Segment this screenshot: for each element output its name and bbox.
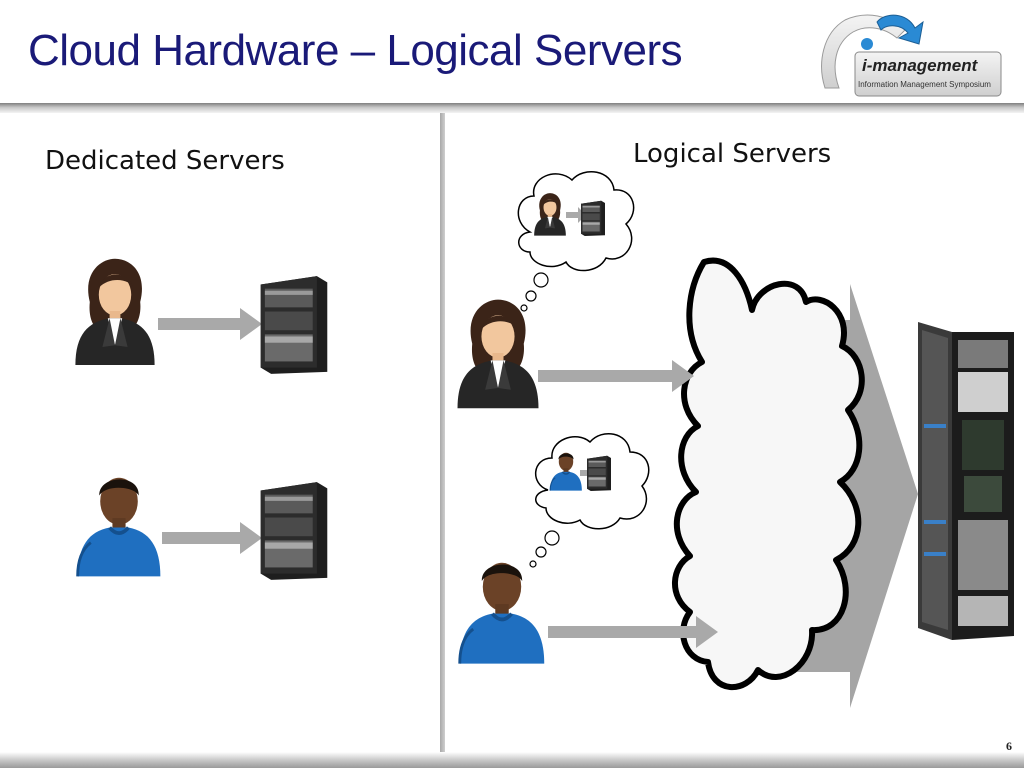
logical-servers-heading: Logical Servers [633, 139, 832, 169]
server-rack-icon [918, 322, 1014, 640]
arrow-icon [538, 360, 694, 392]
dedicated-servers-heading: Dedicated Servers [45, 146, 285, 176]
arrow-icon [548, 616, 718, 648]
cloud-icon [672, 257, 865, 690]
slide-title: Cloud Hardware – Logical Servers [28, 26, 683, 75]
logo-subtitle: Information Management Symposium [858, 80, 991, 89]
woman-thought-bubble [517, 171, 635, 312]
woman-user-icon [457, 299, 539, 409]
panel-divider [440, 113, 445, 760]
woman-user-icon [75, 258, 155, 365]
server-tower-icon [260, 482, 328, 580]
arrow-icon [162, 522, 262, 554]
arrow-icon [158, 308, 262, 340]
footer-bar [0, 752, 1024, 768]
man-user-icon [457, 560, 547, 666]
page-number: 6 [1006, 739, 1012, 753]
man-thought-bubble [529, 433, 650, 568]
logo-name: i-management [862, 56, 978, 75]
server-tower-icon [260, 276, 328, 374]
i-management-logo-icon [816, 9, 1004, 99]
man-user-icon [75, 475, 163, 579]
title-divider [0, 103, 1024, 113]
